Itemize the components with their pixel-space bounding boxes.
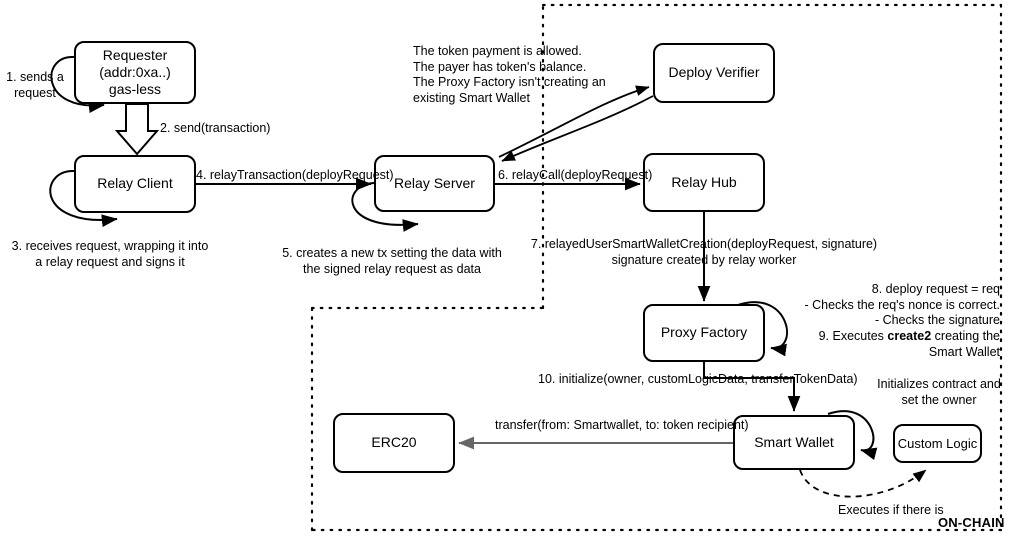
label-step6: 6. relayCall(deployRequest) — [498, 168, 653, 182]
label-on-chain: ON-CHAIN — [938, 515, 1005, 530]
node-smart-wallet-label: Smart Wallet — [754, 433, 834, 450]
node-erc20[interactable]: ERC20 — [333, 413, 455, 473]
label-step8-line1: 8. deploy request = req — [871, 282, 1000, 296]
node-smart-wallet[interactable]: Smart Wallet — [733, 415, 855, 470]
node-requester-line-1: Requester — [102, 46, 168, 63]
label-step1: 1. sends a request — [6, 70, 64, 100]
label-step4: 4. relayTransaction(deployRequest) — [196, 168, 394, 182]
label-step8-line3: - Checks the signature — [874, 313, 1000, 328]
node-erc20-label: ERC20 — [371, 434, 417, 451]
node-relay-hub-label: Relay Hub — [671, 173, 737, 190]
label-step3: 3. receives request, wrapping it into a … — [11, 239, 209, 269]
connector-step3-self-loop — [49, 169, 118, 228]
label-step9-suffix: creating the — [931, 328, 1000, 343]
label-step8-9: 8. deploy request = req- Checks the req'… — [760, 282, 1000, 360]
connector-step10 — [703, 362, 801, 412]
node-relay-server[interactable]: Relay Server — [374, 155, 495, 212]
node-custom-logic[interactable]: Custom Logic — [893, 424, 982, 463]
node-proxy-factory[interactable]: Proxy Factory — [643, 304, 765, 362]
connector-step2-block-arrow — [114, 103, 160, 156]
connector-executes-if-there-is — [799, 469, 927, 498]
on-chain-boundary — [310, 3, 1003, 532]
label-step10: 10. initialize(owner, customLogicData, t… — [538, 372, 858, 386]
node-requester-line-3: gas-less — [108, 81, 162, 98]
connector-smart-wallet-self-loop — [827, 410, 878, 460]
label-step7: 7. relayedUserSmartWalletCreation(deploy… — [530, 237, 878, 267]
node-relay-server-label: Relay Server — [394, 174, 475, 191]
label-step5: 5. creates a new tx setting the data wit… — [282, 246, 502, 276]
label-step8-line2: - Checks the req's nonce is correct. — [804, 297, 1000, 312]
node-relay-client[interactable]: Relay Client — [74, 155, 196, 213]
node-custom-logic-label: Custom Logic — [897, 435, 978, 451]
label-deploy-verifier-note: The token payment is allowed. The payer … — [413, 44, 606, 105]
node-relay-client-label: Relay Client — [97, 175, 173, 192]
label-initializes-note: Initializes contract and set the owner — [877, 377, 1001, 407]
label-step9-create2: create2 — [887, 328, 932, 343]
node-relay-hub[interactable]: Relay Hub — [643, 153, 765, 212]
connector-step5-self-loop — [351, 182, 419, 232]
label-transfer: transfer(from: Smartwallet, to: token re… — [495, 418, 749, 432]
connector-step8-self-loop — [737, 301, 788, 357]
node-requester[interactable]: Requester (addr:0xa..) gas-less — [74, 41, 196, 104]
label-executes-if-there-is: Executes if there is — [838, 503, 944, 517]
node-deploy-verifier[interactable]: Deploy Verifier — [653, 43, 775, 103]
node-deploy-verifier-label: Deploy Verifier — [668, 64, 760, 81]
label-step2: 2. send(transaction) — [160, 121, 271, 135]
node-proxy-factory-label: Proxy Factory — [660, 324, 748, 341]
node-requester-line-2: (addr:0xa..) — [99, 63, 171, 80]
label-step9-line2: Smart Wallet — [928, 344, 1000, 359]
connector-step1-self-loop — [50, 55, 105, 114]
connector-deploy-verifier — [498, 85, 654, 162]
label-step9-prefix: 9. Executes — [818, 328, 888, 343]
